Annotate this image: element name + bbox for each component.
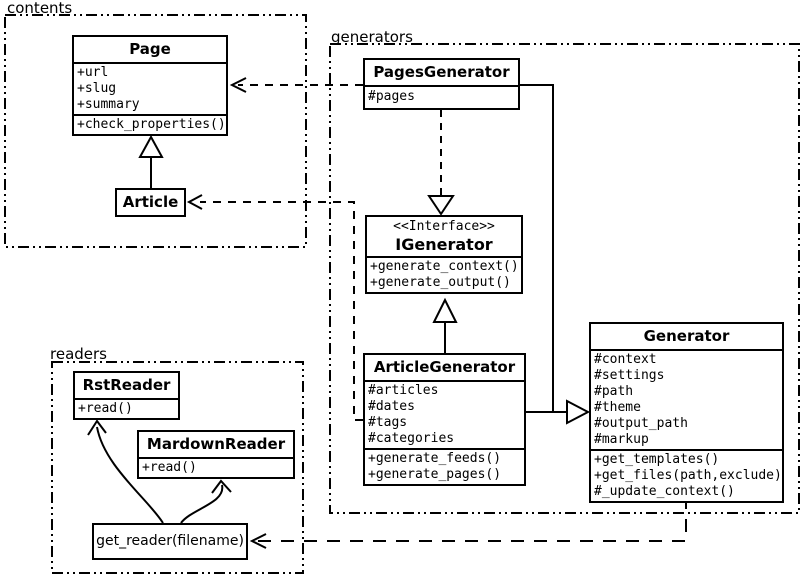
inheritance-line-pagesgenerator-generator: [520, 84, 554, 412]
attribute: +url: [77, 65, 109, 80]
class-articlegenerator-methods: +generate_feeds() +generate_pages(): [365, 448, 524, 484]
attribute: #dates: [368, 399, 415, 414]
method: +get_files(path,exclude): [594, 468, 782, 483]
class-igenerator-methods: +generate_context() +generate_output(): [367, 256, 521, 292]
dependency-arrowhead-article: [186, 194, 203, 210]
class-mardownreader-title: MardownReader: [146, 435, 286, 453]
method: +generate_context(): [370, 259, 519, 274]
dependency-line-articlegenerator-article: [200, 201, 363, 421]
package-label-readers: readers: [50, 345, 107, 363]
class-articlegenerator: ArticleGenerator #articles #dates #tags …: [363, 353, 526, 486]
package-generators-border: [329, 43, 800, 514]
inheritance-triangle-article-page: [138, 134, 164, 158]
attribute: #output_path: [594, 416, 688, 431]
class-page: Page +url +slug +summary +check_properti…: [72, 35, 228, 136]
class-page-methods: +check_properties(): [74, 114, 226, 134]
attribute: #path: [594, 384, 634, 399]
package-label-contents: contents: [7, 0, 73, 17]
dependency-arrowhead-page: [229, 77, 247, 93]
method: #_update_context(): [594, 484, 735, 499]
class-page-attributes: +url +slug +summary: [74, 62, 226, 114]
class-generator-methods: +get_templates() +get_files(path,exclude…: [591, 449, 782, 501]
class-igenerator: <<Interface>> IGenerator +generate_conte…: [365, 215, 523, 294]
class-articlegenerator-attributes: #articles #dates #tags #categories: [365, 380, 524, 448]
method: +generate_pages(): [368, 467, 502, 482]
attribute: #settings: [594, 368, 665, 383]
class-igenerator-header: <<Interface>> IGenerator: [367, 217, 521, 256]
class-rstreader: RstReader +read(): [73, 371, 180, 420]
inheritance-triangle-generator-left: [566, 399, 591, 425]
attribute: #pages: [368, 89, 415, 104]
inheritance-triangle-igenerator-bottom: [432, 297, 458, 323]
function-box-get-reader: get_reader(filename): [92, 523, 248, 560]
attribute: +slug: [77, 81, 117, 96]
attribute: #articles: [368, 383, 439, 398]
class-generator-title: Generator: [643, 327, 730, 345]
arrow-line-getreader-rstreader: [96, 426, 164, 524]
class-igenerator-stereotype: <<Interface>>: [393, 219, 495, 234]
method: +check_properties(): [77, 117, 226, 132]
class-pagesgenerator: PagesGenerator #pages: [363, 58, 520, 110]
attribute: #tags: [368, 415, 408, 430]
class-rstreader-title: RstReader: [82, 376, 171, 394]
package-readers-border: [51, 361, 304, 574]
class-page-title: Page: [129, 40, 171, 58]
realization-triangle-igenerator-top: [427, 195, 455, 216]
package-label-generators: generators: [331, 28, 413, 46]
package-contents-border: [4, 14, 307, 248]
class-mardownreader: MardownReader +read(): [137, 430, 295, 479]
class-igenerator-title: IGenerator: [395, 235, 493, 254]
method: +get_templates(): [594, 452, 720, 467]
arrowhead-rstreader: [87, 419, 107, 436]
attribute: #categories: [368, 431, 455, 446]
attribute: +summary: [77, 97, 140, 112]
class-articlegenerator-title: ArticleGenerator: [373, 358, 516, 376]
arrow-line-getreader-mardownreader: [180, 484, 224, 524]
attribute: #theme: [594, 400, 641, 415]
attribute: #markup: [594, 432, 649, 447]
method: +generate_output(): [370, 275, 511, 290]
class-rstreader-methods: +read(): [75, 398, 178, 418]
method: +generate_feeds(): [368, 451, 502, 466]
class-generator-attributes: #context #settings #path #theme #output_…: [591, 349, 782, 449]
class-article: Article: [115, 188, 186, 217]
class-article-title: Article: [122, 193, 179, 211]
dependency-arrowhead-getreader: [249, 533, 267, 549]
method: +read(): [142, 460, 197, 475]
class-generator: Generator #context #settings #path #them…: [589, 322, 784, 503]
arrowhead-mardownreader: [211, 479, 232, 494]
class-mardownreader-methods: +read(): [139, 457, 293, 477]
dependency-line-generator-getreader: [258, 496, 687, 542]
class-pagesgenerator-title: PagesGenerator: [373, 63, 510, 81]
method: +read(): [78, 401, 133, 416]
class-pagesgenerator-attributes: #pages: [365, 85, 518, 108]
attribute: #context: [594, 352, 657, 367]
